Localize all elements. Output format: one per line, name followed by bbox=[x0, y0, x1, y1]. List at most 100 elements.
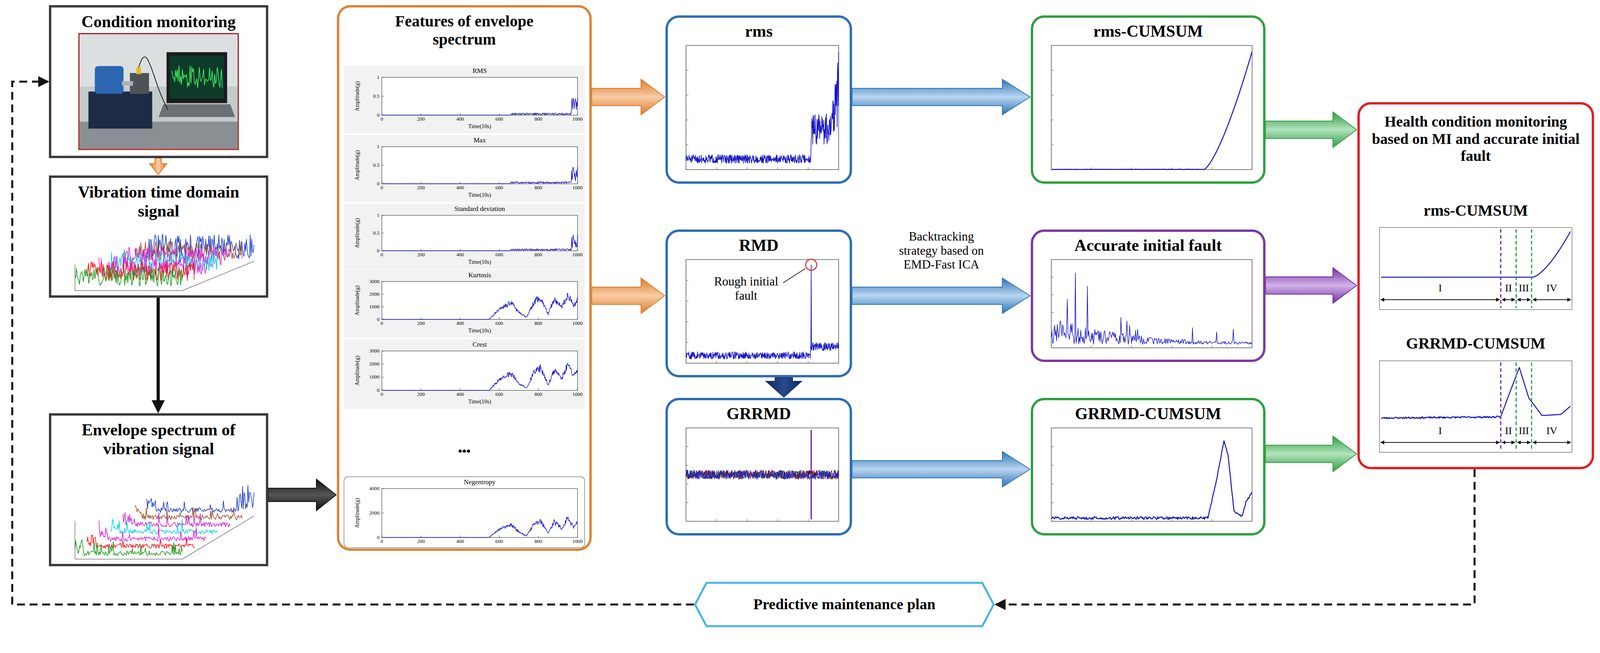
tick-label: 800 bbox=[534, 391, 543, 398]
node-title: rms-CUMSUM bbox=[1037, 21, 1259, 41]
tick-mark bbox=[577, 535, 578, 538]
axis-title: Time(10s) bbox=[468, 192, 492, 199]
tick-mark bbox=[381, 96, 384, 97]
tick-label-holder: 3000 bbox=[369, 348, 380, 355]
panel-heading: rms-CUMSUM bbox=[1423, 201, 1528, 220]
tick-mark bbox=[381, 306, 384, 308]
tick-label: 1000 bbox=[572, 391, 583, 398]
tick-mark bbox=[499, 388, 500, 391]
axis-line bbox=[74, 521, 76, 560]
panel-background bbox=[343, 269, 585, 338]
node-title: Features of envelope spectrum bbox=[377, 12, 552, 49]
stage-label-holder: IV bbox=[1546, 282, 1558, 295]
tick-mark bbox=[381, 146, 384, 148]
stage-label-holder: II bbox=[1504, 282, 1512, 295]
data-curve bbox=[381, 235, 578, 252]
plot-frame bbox=[1051, 259, 1253, 348]
node-title: RMD bbox=[672, 235, 846, 255]
tick-mark bbox=[1211, 167, 1213, 170]
tick-label-holder: 1000 bbox=[572, 320, 583, 327]
cumsum-box: GRRMD-CUMSUM bbox=[1030, 398, 1266, 536]
node-title: rms bbox=[672, 21, 846, 41]
data-curve bbox=[1381, 231, 1571, 278]
tick-mark bbox=[381, 364, 384, 365]
tick-mark bbox=[381, 294, 384, 295]
axis-title-holder: Time(10s) bbox=[468, 192, 492, 199]
fault-box: Accurate initial fault bbox=[1030, 229, 1266, 363]
tick-label: 0 bbox=[377, 181, 380, 187]
block-arrow bbox=[766, 377, 802, 398]
tick-label-holder: 400 bbox=[456, 185, 465, 191]
tick-label-holder: 400 bbox=[456, 538, 465, 545]
tick-label: 3000 bbox=[369, 278, 380, 285]
plot-frame bbox=[685, 45, 839, 170]
panel-heading: GRRMD-CUMSUM bbox=[1405, 334, 1546, 353]
axis-title: Amplitude(g) bbox=[354, 150, 361, 181]
tick-label: 400 bbox=[456, 391, 465, 398]
tick-mark bbox=[685, 465, 689, 466]
data-curve bbox=[381, 167, 578, 184]
indicator-box: RMDRough initial fault bbox=[665, 229, 853, 378]
tick-label: 0 bbox=[380, 538, 384, 545]
tick-mark bbox=[381, 317, 383, 320]
tick-label-holder: 2000 bbox=[369, 291, 380, 298]
tick-label: 800 bbox=[534, 320, 543, 327]
block-arrow bbox=[591, 79, 665, 115]
tick-mark bbox=[685, 484, 689, 485]
tick-label-holder: 200 bbox=[416, 185, 425, 191]
panel-heading-holder: GRRMD-CUMSUM bbox=[1405, 334, 1546, 353]
tick-label: 200 bbox=[416, 185, 425, 191]
tick-label: 1000 bbox=[369, 374, 380, 381]
spike-line bbox=[810, 429, 812, 520]
edge-label: Backtracking strategy based on EMD-Fast … bbox=[887, 228, 996, 273]
tick-mark bbox=[716, 167, 717, 170]
tick-label-holder: 800 bbox=[534, 185, 543, 191]
tick-mark bbox=[1051, 446, 1054, 447]
tick-label: 0 bbox=[377, 248, 380, 255]
plot-frame bbox=[685, 428, 839, 522]
tick-label-holder: 0 bbox=[377, 387, 380, 394]
tick-label-holder: 1000 bbox=[572, 252, 583, 258]
node-title: Health condition monitoring based on MI … bbox=[1365, 113, 1587, 165]
tick-mark bbox=[381, 488, 384, 490]
node-title: Predictive maintenance plan bbox=[753, 596, 936, 614]
stage-span bbox=[1501, 299, 1515, 301]
block-arrow bbox=[852, 451, 1030, 488]
tick-label: 0.5 bbox=[373, 162, 380, 169]
node-title: Accurate initial fault bbox=[1037, 235, 1259, 255]
tick-mark bbox=[1051, 294, 1054, 296]
data-curve bbox=[1381, 367, 1571, 419]
plot-frame bbox=[381, 351, 578, 391]
tick-label: 2000 bbox=[369, 510, 380, 517]
tick-label-holder: 600 bbox=[495, 185, 504, 191]
tick-label: 0 bbox=[380, 391, 384, 398]
tick-mark bbox=[685, 95, 689, 96]
tick-label-holder: 0.5 bbox=[373, 230, 380, 237]
tick-mark bbox=[685, 70, 689, 71]
tick-label-holder: 600 bbox=[495, 320, 504, 327]
plot-frame bbox=[1051, 428, 1253, 522]
tick-label-holder: 1000 bbox=[572, 538, 583, 545]
block-arrow bbox=[852, 278, 1030, 314]
block-arrow bbox=[1265, 112, 1357, 148]
hexagon-outline bbox=[695, 583, 994, 627]
signal-trace bbox=[74, 266, 183, 286]
tick-label-holder: 600 bbox=[495, 391, 504, 398]
tick-mark bbox=[685, 321, 689, 322]
block-arrow bbox=[591, 278, 665, 314]
tick-label: 1000 bbox=[572, 320, 583, 327]
plot-title-holder: Kurtosis bbox=[468, 271, 492, 280]
tick-label: 400 bbox=[456, 116, 465, 123]
tick-label-holder: 0 bbox=[377, 248, 380, 255]
axis-title-holder: Time(10s) bbox=[468, 398, 492, 406]
plot-title: RMS bbox=[472, 67, 487, 75]
axis-title: Amplitude(g) bbox=[354, 498, 361, 529]
data-curve bbox=[685, 470, 839, 480]
tick-label: 4000 bbox=[369, 485, 380, 492]
tick-label: 0 bbox=[380, 185, 384, 191]
tick-label-holder: 0 bbox=[377, 534, 380, 541]
tick-label: 600 bbox=[495, 391, 504, 398]
tick-label-holder: 1000 bbox=[572, 116, 583, 123]
tick-mark bbox=[538, 535, 539, 538]
signal-trace bbox=[122, 512, 230, 528]
